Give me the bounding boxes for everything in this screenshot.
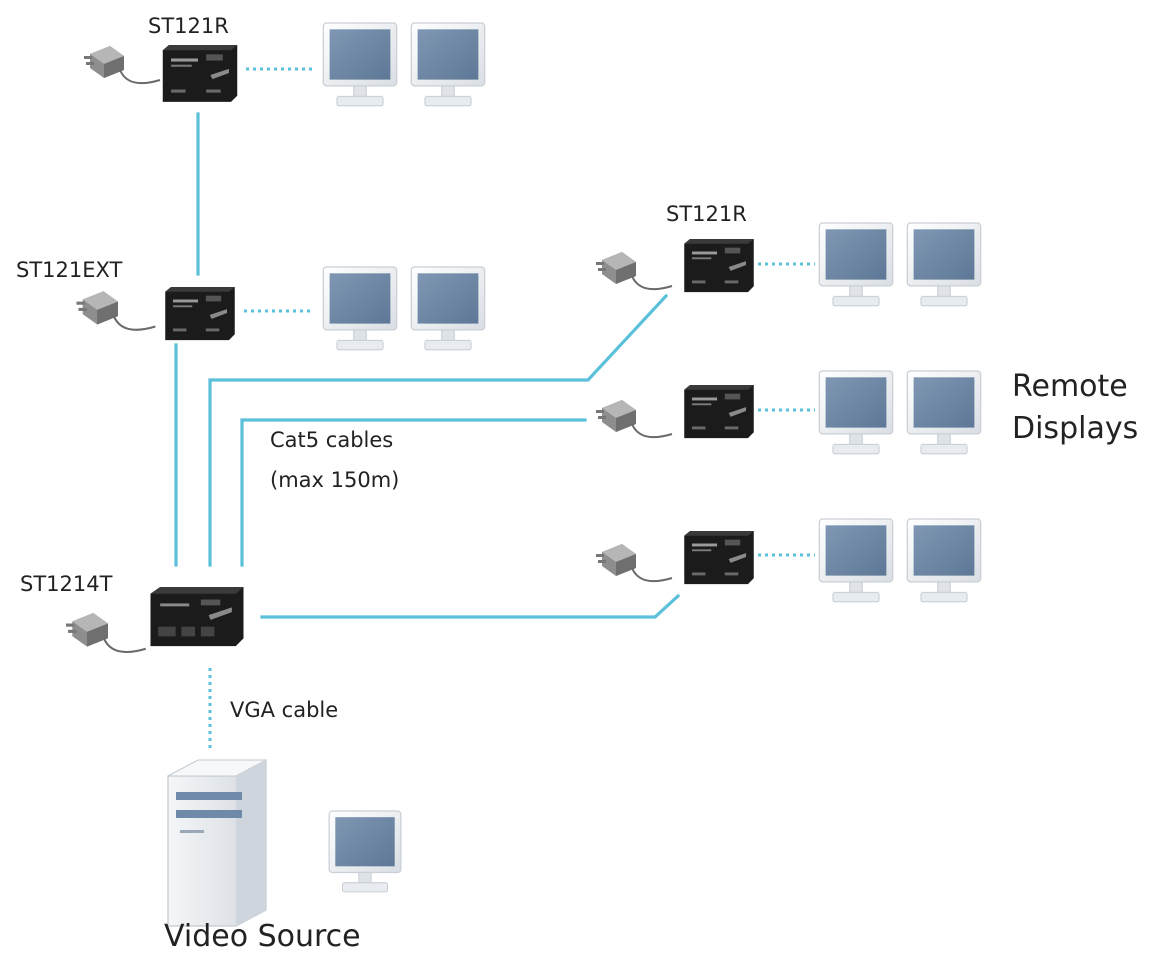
monitor-icon <box>906 222 982 307</box>
label-vga-cable: VGA cable <box>230 698 339 722</box>
extender-box-icon <box>684 530 754 585</box>
transmitter-box-icon <box>150 586 244 647</box>
monitor-icon <box>410 22 486 107</box>
label-cat5-max: (max 150m) <box>270 468 400 492</box>
cat5-cables <box>174 112 681 619</box>
label-video-source: Video Source <box>164 919 361 954</box>
label-cat5-cables: Cat5 cables <box>270 428 394 452</box>
power-adapter-icon <box>83 45 161 85</box>
label-remote: Remote <box>1012 369 1128 404</box>
cable-to-right-receiver-1 <box>208 293 669 567</box>
label-st121r-top: ST121R <box>148 14 229 38</box>
monitor-icon <box>818 222 894 307</box>
cable-to-right-receiver-2 <box>240 418 587 567</box>
extender-box-icon <box>684 384 754 439</box>
monitor-icon <box>322 22 398 107</box>
desktop-tower-icon <box>167 759 267 927</box>
label-displays: Displays <box>1012 411 1139 446</box>
cable-to-right-receiver-3 <box>260 593 681 619</box>
monitors <box>322 22 982 893</box>
monitor-icon <box>328 810 402 893</box>
power-adapter-icon <box>595 543 673 583</box>
extender-box-icon <box>162 45 238 102</box>
label-st121ext: ST121EXT <box>16 258 123 282</box>
power-adapter-icon <box>595 251 673 291</box>
monitor-icon <box>322 266 398 351</box>
extender-box-icon <box>165 286 235 341</box>
label-st1214t: ST1214T <box>20 572 113 596</box>
monitor-icon <box>410 266 486 351</box>
monitor-icon <box>818 518 894 603</box>
label-st121r-right: ST121R <box>666 202 747 226</box>
extender-box-icon <box>684 238 754 293</box>
monitor-icon <box>906 370 982 455</box>
power-adapter-icon <box>595 399 673 439</box>
power-adapter-icon <box>75 290 157 331</box>
monitor-icon <box>818 370 894 455</box>
monitor-icon <box>906 518 982 603</box>
power-adapter-icon <box>64 611 147 654</box>
dotted-links <box>208 67 815 752</box>
